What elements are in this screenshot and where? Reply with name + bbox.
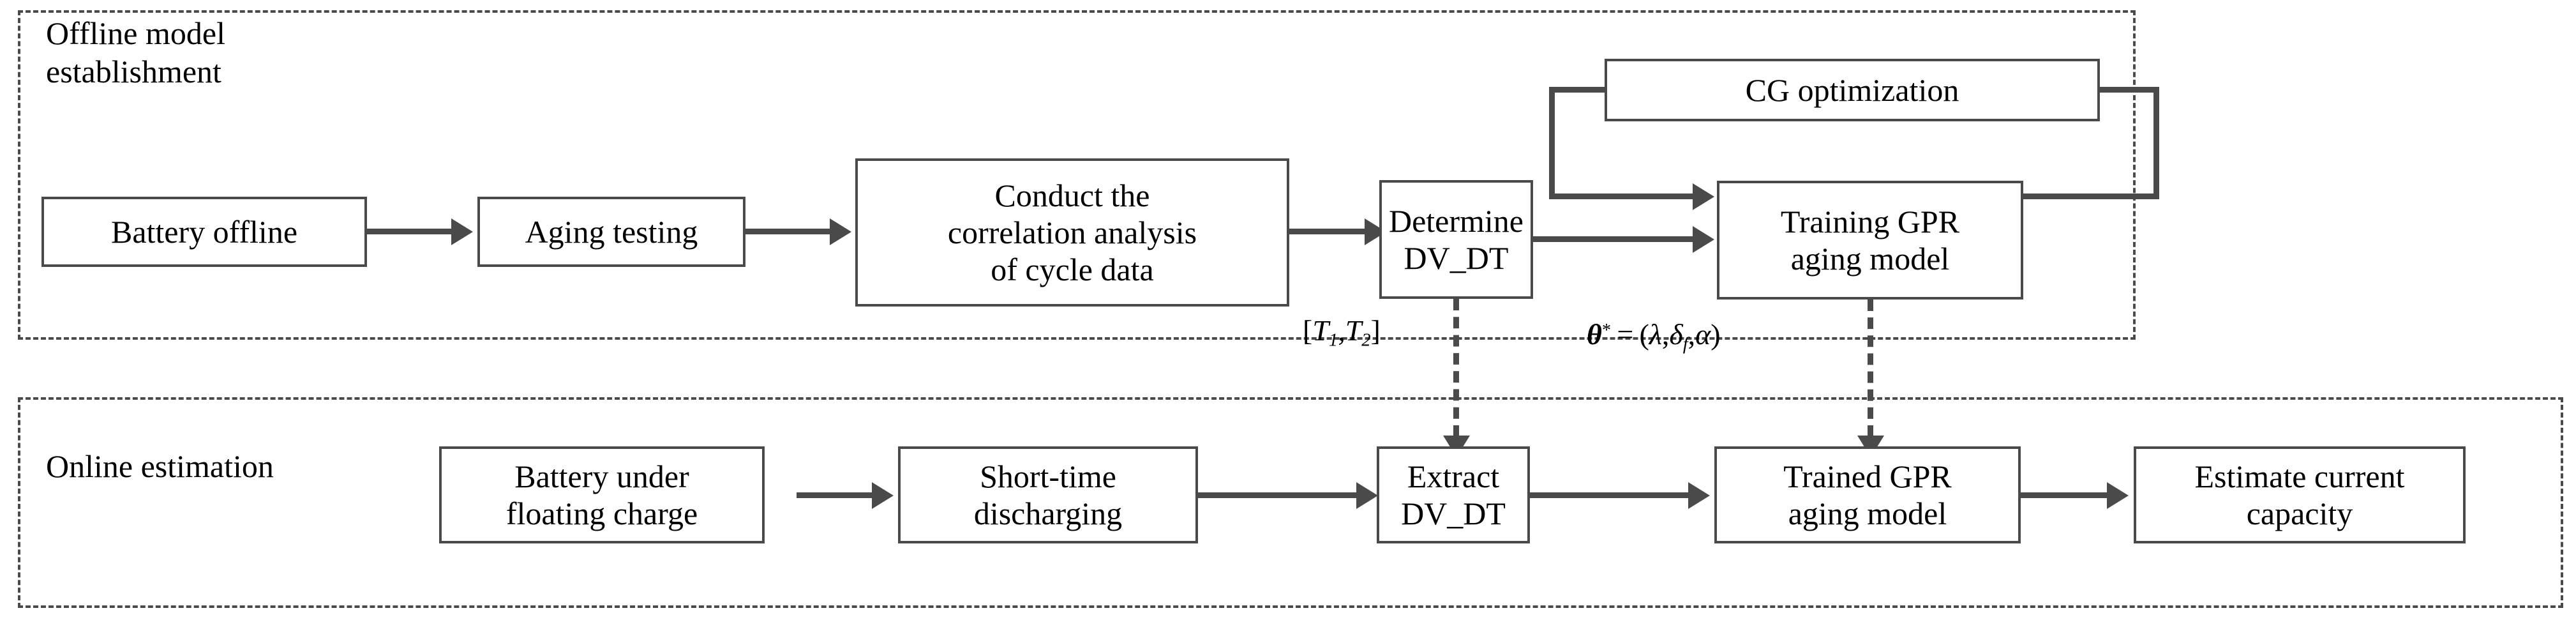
temp-close-bracket: ]: [1370, 314, 1381, 347]
hp-comma-2: ,: [1688, 317, 1696, 351]
node-short-discharging-label: Short-time discharging: [973, 459, 1123, 531]
hp-comma-1: ,: [1661, 317, 1670, 351]
arrowhead-offline-4: [1693, 226, 1714, 253]
connector-cg-right-vertical: [2153, 87, 2159, 199]
arrowhead-online-2: [1356, 482, 1378, 509]
node-estimate-capacity-label: Estimate current capacity: [2194, 459, 2405, 531]
hp-lambda: λ: [1649, 317, 1662, 351]
hp-delta: δ: [1669, 317, 1683, 351]
offline-group-label: Offline model establishment: [46, 15, 225, 89]
hp-close-paren: ): [1711, 317, 1721, 351]
node-short-discharging[interactable]: Short-time discharging: [898, 446, 1198, 543]
connector-online-1: [797, 492, 872, 498]
hp-alpha: α: [1695, 317, 1711, 351]
temp-symbol-2: T: [1345, 314, 1362, 347]
connector-cg-left-vertical: [1549, 87, 1555, 199]
temp-comma: ,: [1338, 314, 1345, 347]
node-determine[interactable]: Determine DV_DT: [1379, 180, 1533, 299]
hp-equals: =: [1617, 317, 1634, 351]
node-correlation-analysis-label: Conduct the correlation analysis of cycl…: [947, 178, 1197, 287]
connector-offline-2: [745, 229, 830, 234]
connector-gpr-return: [2023, 193, 2159, 199]
node-aging-testing-label: Aging testing: [525, 214, 698, 250]
temp-subscript-1: 1: [1328, 330, 1338, 351]
online-group-frame: [18, 397, 2563, 608]
connector-cg-left-into-gpr: [1549, 193, 1695, 199]
offline-group-frame: [18, 10, 2136, 340]
connector-online-2: [1198, 492, 1356, 498]
annotation-temperature-window: [T1,T2]: [1303, 316, 1381, 356]
node-correlation-analysis[interactable]: Conduct the correlation analysis of cycl…: [855, 158, 1289, 307]
hp-open-paren: (: [1639, 317, 1649, 351]
node-extract-dvdt-label: Extract DV_DT: [1401, 459, 1506, 531]
annotation-optimal-hyperparameters: θ* = (λ,δf,α): [1587, 316, 1721, 359]
hp-star: *: [1601, 321, 1612, 340]
arrowhead-online-3: [1688, 482, 1710, 509]
node-trained-gpr[interactable]: Trained GPR aging model: [1714, 446, 2021, 543]
node-battery-floating[interactable]: Battery under floating charge: [439, 446, 765, 543]
handoff-gpr-line: [1868, 300, 1873, 437]
connector-offline-3: [1289, 229, 1365, 234]
node-cg-optimization-label: CG optimization: [1745, 72, 1959, 108]
node-estimate-capacity[interactable]: Estimate current capacity: [2134, 446, 2466, 543]
node-cg-optimization[interactable]: CG optimization: [1605, 59, 2100, 121]
connector-online-3: [1530, 492, 1688, 498]
arrowhead-online-1: [872, 482, 894, 509]
node-battery-offline[interactable]: Battery offline: [41, 197, 367, 267]
arrowhead-offline-1: [451, 218, 473, 245]
connector-offline-4: [1533, 236, 1693, 242]
temp-subscript-2: 2: [1361, 330, 1371, 351]
arrowhead-offline-2: [830, 218, 851, 245]
connector-online-4: [2021, 492, 2107, 498]
node-training-gpr[interactable]: Training GPR aging model: [1717, 181, 2023, 300]
node-determine-label: Determine DV_DT: [1388, 203, 1524, 276]
node-battery-floating-label: Battery under floating charge: [505, 459, 698, 531]
temp-open-bracket: [: [1303, 314, 1313, 347]
temp-symbol-1: T: [1312, 314, 1329, 347]
online-group-label: Online estimation: [46, 448, 274, 484]
arrowhead-online-4: [2107, 482, 2129, 509]
hp-delta-subscript: f: [1682, 334, 1688, 354]
connector-cg-right-horizontal: [2099, 87, 2159, 93]
node-training-gpr-label: Training GPR aging model: [1780, 204, 1960, 277]
node-aging-testing[interactable]: Aging testing: [477, 197, 745, 267]
arrowhead-cg-to-gpr: [1693, 183, 1714, 210]
handoff-dvdt-line: [1453, 299, 1459, 437]
connector-offline-1: [367, 229, 451, 234]
node-trained-gpr-label: Trained GPR aging model: [1783, 459, 1952, 531]
node-extract-dvdt[interactable]: Extract DV_DT: [1377, 446, 1530, 543]
connector-cg-left-horizontal: [1549, 87, 1606, 93]
node-battery-offline-label: Battery offline: [110, 214, 298, 250]
hp-theta: θ: [1587, 317, 1602, 351]
